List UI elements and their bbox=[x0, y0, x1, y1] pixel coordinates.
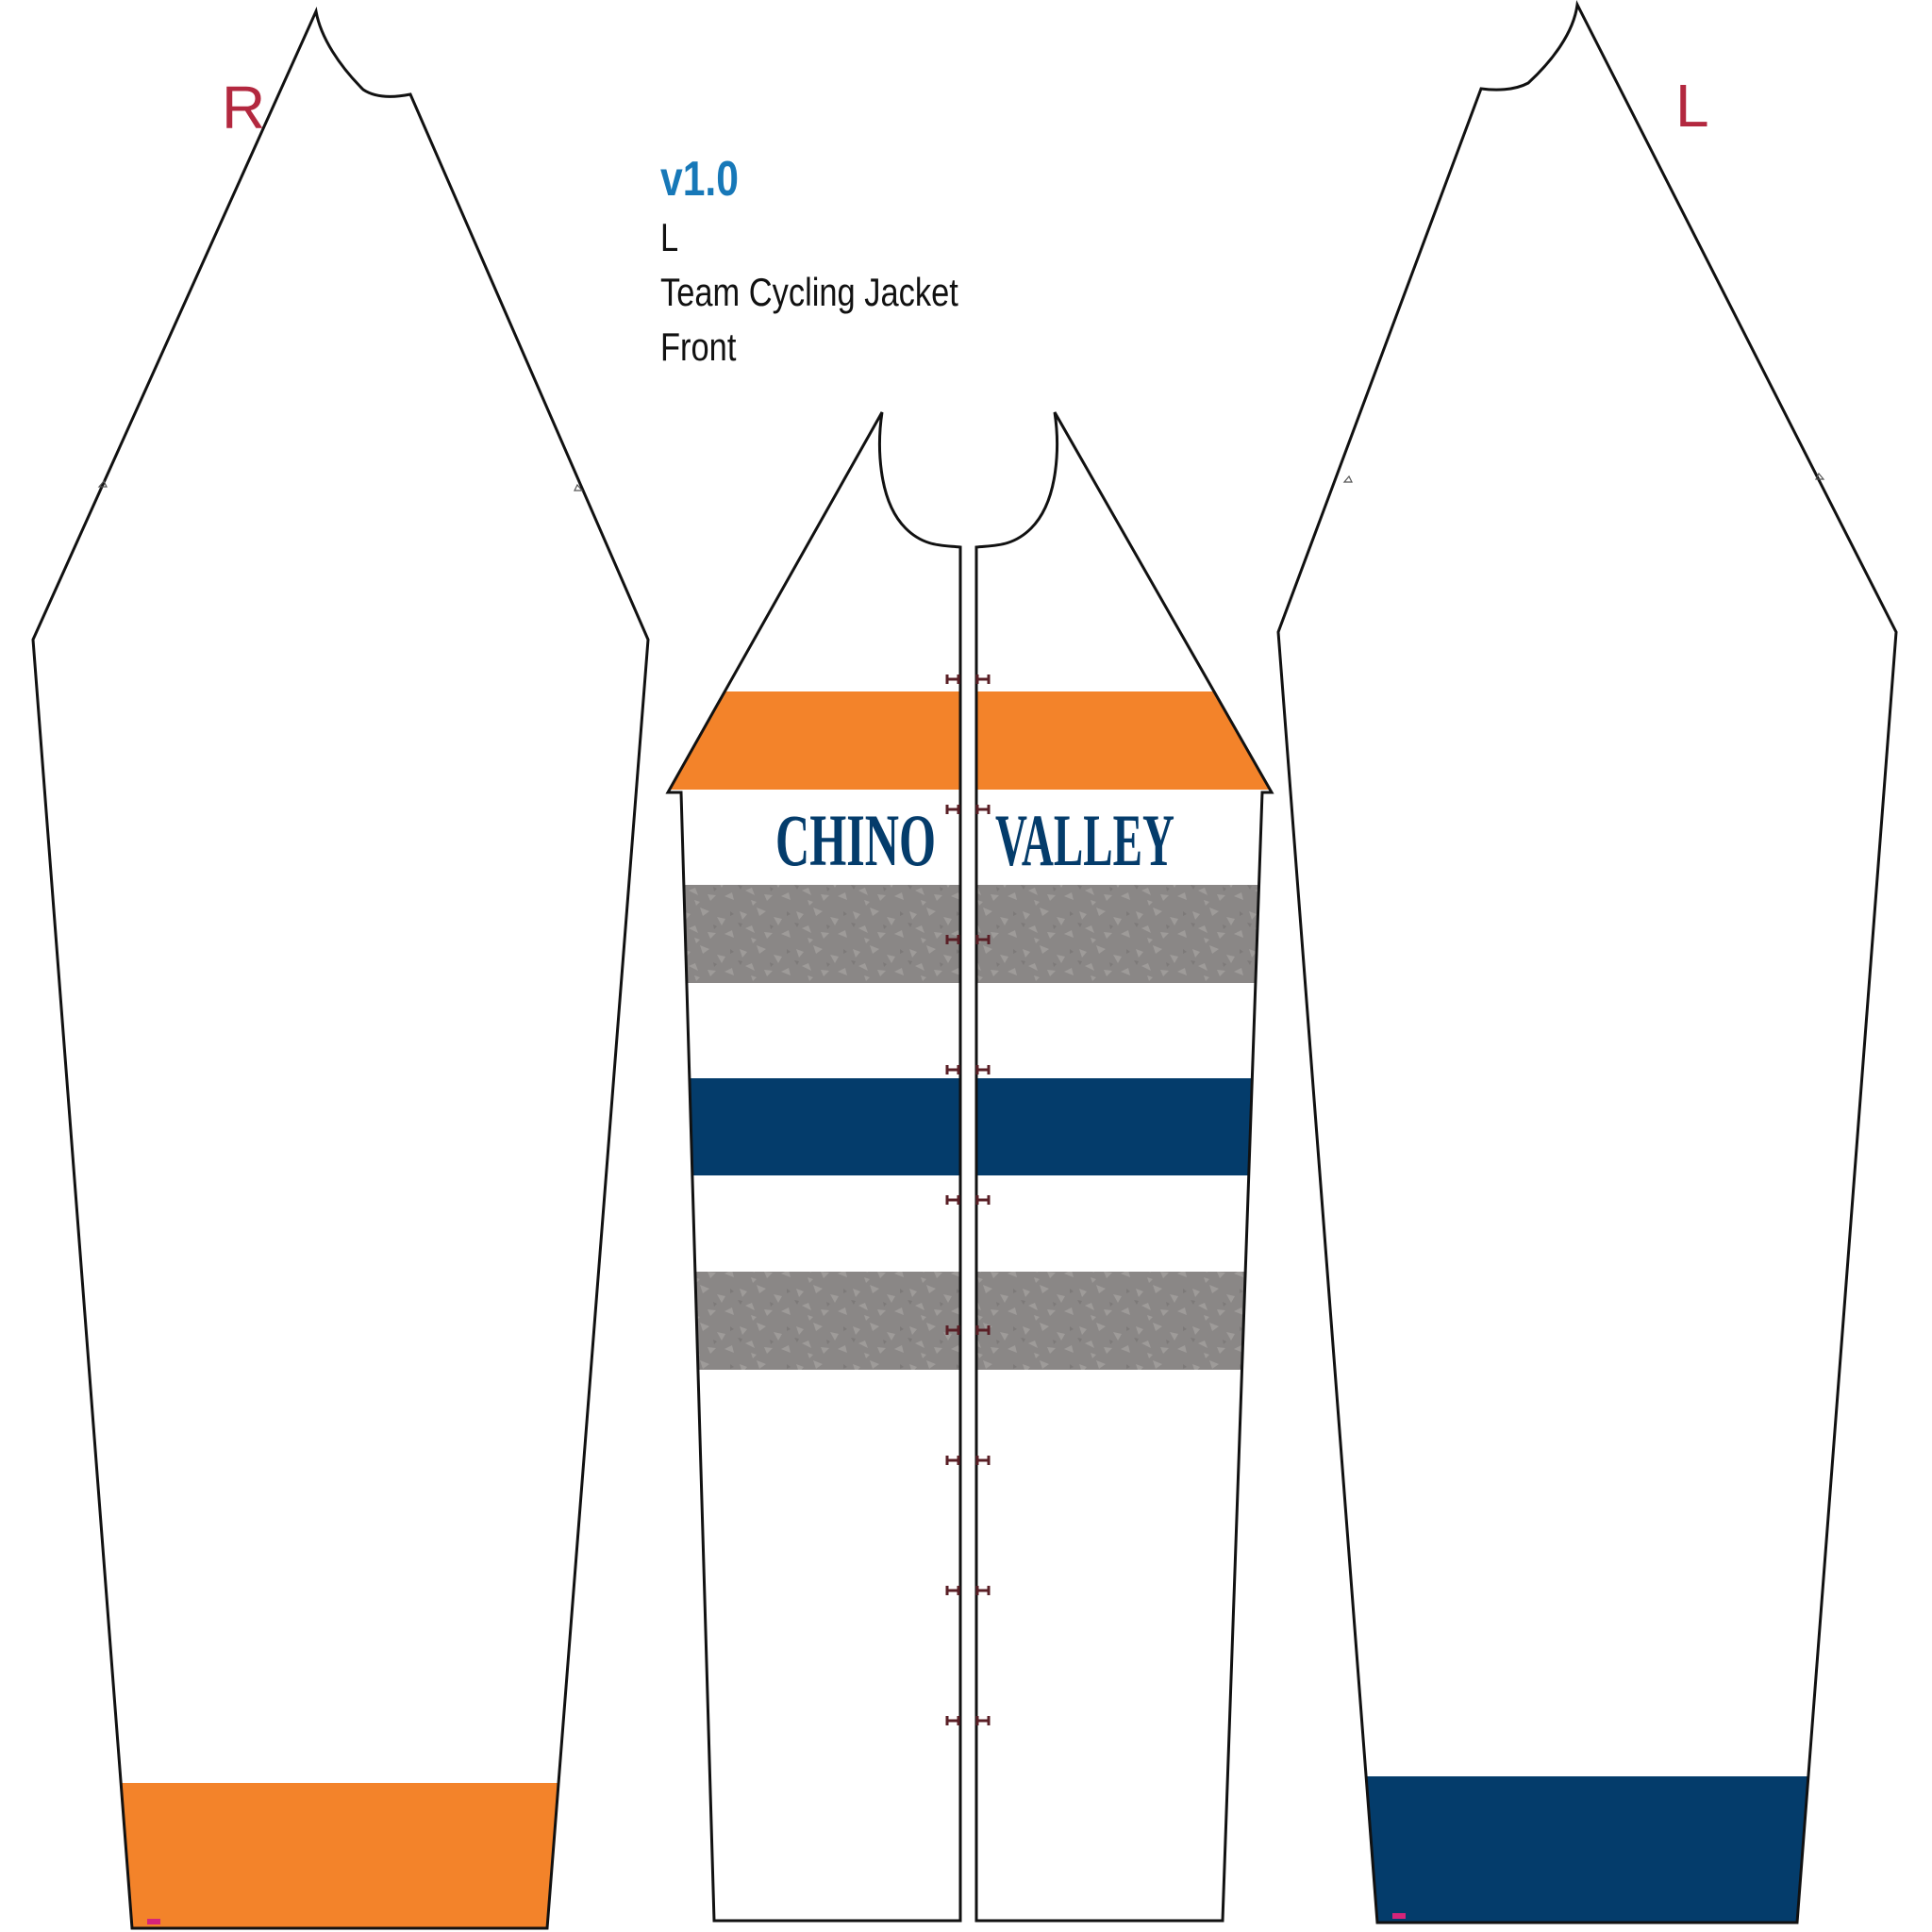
notch-icon bbox=[1815, 472, 1825, 480]
navy-stripe bbox=[668, 1078, 960, 1175]
left-sleeve-cuff bbox=[1358, 1776, 1830, 1923]
left-sleeve-label: L bbox=[1675, 72, 1709, 140]
gray-stripe-lower bbox=[976, 1272, 1272, 1370]
gray-stripe-upper bbox=[976, 885, 1272, 983]
orange-stripe bbox=[976, 691, 1272, 790]
notch-icon bbox=[97, 479, 108, 488]
navy-stripe bbox=[976, 1078, 1272, 1175]
size-label: L bbox=[660, 215, 679, 259]
gray-stripe-lower bbox=[668, 1272, 960, 1370]
product-label: Team Cycling Jacket bbox=[660, 270, 958, 314]
notch-icon bbox=[1342, 475, 1353, 483]
care-label-mark bbox=[147, 1919, 160, 1924]
version-label: v1.0 bbox=[660, 152, 739, 207]
orange-stripe bbox=[668, 691, 960, 790]
right-sleeve-label: R bbox=[222, 74, 265, 142]
care-label-mark bbox=[1392, 1913, 1406, 1919]
notch-icon bbox=[574, 483, 584, 491]
zipper-notches bbox=[945, 675, 991, 1725]
chest-text-left: CHINO bbox=[775, 799, 936, 881]
gray-stripe-upper bbox=[668, 885, 960, 983]
left-front-panel bbox=[665, 411, 962, 1923]
right-sleeve-cuff bbox=[94, 1783, 585, 1928]
right-front-panel bbox=[974, 411, 1274, 1923]
right-sleeve bbox=[31, 6, 650, 1930]
left-sleeve bbox=[1276, 0, 1898, 1924]
chest-text-right: VALLEY bbox=[995, 799, 1174, 881]
view-label: Front bbox=[660, 325, 737, 369]
